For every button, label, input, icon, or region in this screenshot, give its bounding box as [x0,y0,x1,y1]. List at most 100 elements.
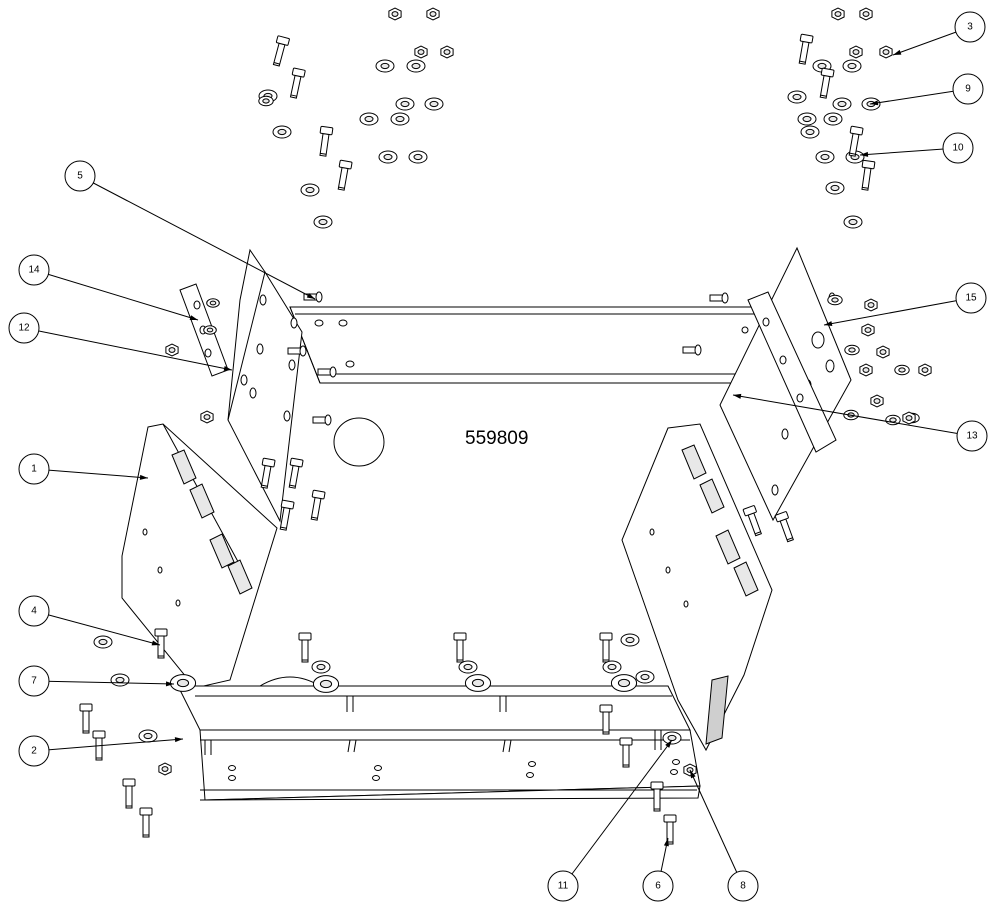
left-side-panel [121,423,278,689]
leader-line [859,147,959,156]
mounting-hole [374,765,382,771]
balloon-circle [18,453,50,485]
leader-line [33,738,184,752]
balloon-circle [8,312,40,344]
hex-nut-icon [414,45,428,59]
callout-14: 14 [18,254,199,321]
washer-icon [93,635,113,649]
hex-nut-icon [859,7,873,21]
rivet-icon [709,292,729,304]
bolt-icon [122,778,136,809]
callout-4: 4 [18,595,161,646]
washer-icon [662,731,682,745]
callout-15: 15 [823,282,987,327]
leader-line [823,297,972,326]
bolt-icon [453,632,467,663]
balloon-circle [18,595,50,627]
callout-label: 14 [28,265,40,276]
bolt-icon [310,489,326,521]
callout-label: 3 [967,22,973,33]
hex-nut-icon [876,345,890,359]
left-upper-bracket-plate [227,248,303,523]
leader-arrowhead [663,838,669,847]
bolt-icon [742,505,762,537]
bolt-icon [288,457,304,489]
callout-label: 5 [77,171,83,182]
callout-label: 4 [31,606,37,617]
washer-icon [885,414,901,426]
mounting-hole [228,775,236,781]
mounting-hole [528,761,536,767]
leader-line [79,175,316,300]
washer-icon [800,125,820,139]
washer-icon [464,674,492,692]
hex-nut-icon [849,45,863,59]
base-channel [177,685,701,801]
washer-icon [406,59,426,73]
rivet-icon [303,291,323,303]
washer-icon [797,112,817,126]
callout-2: 2 [18,735,184,767]
balloon-circle [64,160,96,192]
balloon-circle [642,870,674,902]
washer-icon [408,150,428,164]
bolt-icon [798,33,814,65]
washer-icon [424,97,444,111]
washer-icon [311,660,331,674]
leader-arrowhead [860,151,869,157]
washer-icon [359,112,379,126]
callout-label: 10 [952,143,964,154]
right-upper-bracket-plate [719,246,852,522]
bolt-icon [848,125,864,157]
bolt-icon [599,704,613,735]
callout-3: 3 [892,11,986,56]
leader-arrowhead [165,681,174,687]
bolt-icon [272,35,290,67]
leader-arrowhead [189,315,198,321]
bolt-icon [92,730,106,761]
washer-icon [313,215,333,229]
bolt-icon [663,814,677,845]
callout-label: 7 [31,676,37,687]
washer-icon [610,674,638,692]
bolt-icon [337,159,353,191]
callout-11: 11 [547,739,673,902]
callout-8: 8 [689,769,759,902]
hex-nut-icon [165,343,179,357]
leader-line [33,468,149,479]
leader-arrowhead [665,740,672,748]
callout-1: 1 [18,453,149,485]
balloon-circle [952,73,984,105]
callout-label: 2 [31,746,37,757]
washer-icon [138,729,158,743]
hex-nut-icon [861,323,875,337]
washer-icon [844,344,860,356]
washer-icon [823,112,843,126]
callout-label: 12 [18,323,30,334]
bolt-icon [279,499,295,531]
washer-icon [300,183,320,197]
washer-icon [258,95,274,107]
leader-arrowhead [690,770,696,779]
washer-icon [842,59,862,73]
leader-line [562,739,673,887]
fastener-hardware [79,7,932,845]
hex-nut-icon [879,45,893,59]
hex-nut-icon [859,363,873,377]
hex-nut-icon [918,363,932,377]
bolt-icon [774,511,794,543]
washer-icon [395,97,415,111]
lower-cutout-arc [259,676,321,687]
leader-arrowhead [174,737,183,743]
washer-icon [375,59,395,73]
rivet-icon [287,345,307,357]
callout-label: 11 [558,881,569,892]
hex-nut-icon [388,7,402,21]
leader-line [33,269,199,321]
callout-12: 12 [8,312,233,371]
mounting-hole [526,772,534,778]
hex-nut-icon [870,394,884,408]
washer-icon [458,660,478,674]
